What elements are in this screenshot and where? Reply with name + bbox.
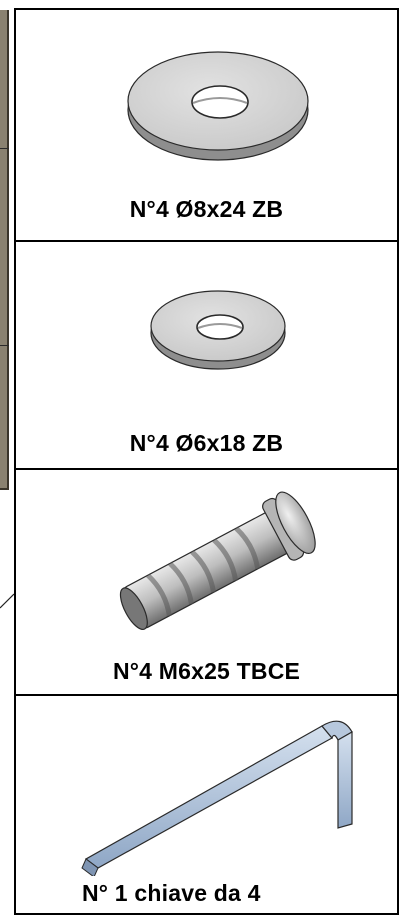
part-row-screw: N°4 M6x25 TBCE bbox=[16, 470, 397, 696]
part-row-hex-key: N° 1 chiave da 4 bbox=[16, 696, 397, 913]
fragment-panel bbox=[0, 10, 9, 490]
part-label: N°4 Ø6x18 ZB bbox=[129, 430, 284, 456]
washer-large-illustration bbox=[16, 10, 397, 190]
part-label: N°4 Ø8x24 ZB bbox=[129, 196, 284, 222]
washer-icon bbox=[127, 51, 309, 161]
fragment-line bbox=[0, 345, 9, 346]
washer-icon bbox=[150, 290, 286, 370]
hardware-parts-table: N°4 Ø8x24 ZB N°4 Ø6x18 Z bbox=[14, 8, 399, 915]
part-row-washer-small: N°4 Ø6x18 ZB bbox=[16, 242, 397, 470]
part-row-washer-large: N°4 Ø8x24 ZB bbox=[16, 10, 397, 242]
washer-small-illustration bbox=[16, 242, 397, 422]
screw-illustration bbox=[16, 470, 397, 650]
left-page-fragment bbox=[0, 0, 14, 917]
part-label: N°4 M6x25 TBCE bbox=[112, 658, 301, 684]
fragment-leader-line bbox=[0, 593, 14, 609]
hex-key-illustration bbox=[16, 696, 397, 878]
screw-icon bbox=[119, 491, 316, 631]
fragment-line bbox=[0, 148, 9, 149]
hex-key-icon bbox=[81, 720, 353, 878]
part-label: N° 1 chiave da 4 bbox=[82, 880, 261, 906]
